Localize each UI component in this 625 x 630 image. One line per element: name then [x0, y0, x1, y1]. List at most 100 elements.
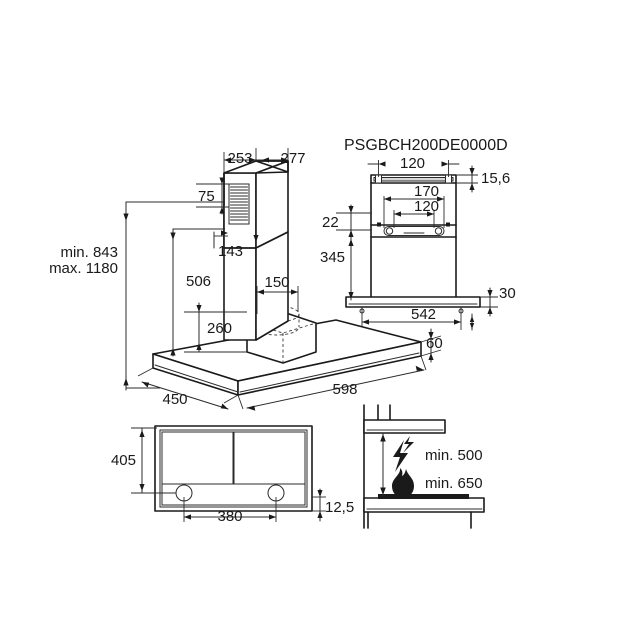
dim-arrow-150-right — [291, 289, 298, 295]
safety-label-electric: min. 500 — [425, 447, 483, 464]
dim-label-rim-height: 12,5 — [325, 499, 354, 516]
dim-arrow-75-bottom — [219, 207, 225, 214]
dim-arrow-450-left — [142, 382, 150, 388]
dim-arrow-345-bottom — [348, 292, 354, 299]
dim-arrow-60-bottom — [428, 353, 434, 360]
safety-dim-arrow-bottom — [380, 487, 386, 495]
dim-label-bracket-width-170: 170 — [414, 183, 439, 200]
bottom-view: 405 380 12,5 — [111, 425, 354, 525]
dim-line-450 — [141, 381, 229, 410]
dim-arrow-156-top — [469, 168, 475, 175]
dim-label-chimney-lower-offset: 143 — [218, 243, 243, 260]
dim-label-lamp-spacing: 380 — [217, 508, 242, 525]
dim-arrow-170-left — [384, 196, 391, 202]
dim-arrow-260-bottom — [196, 343, 202, 350]
safety-distance-view: min. 500 min. 650 — [363, 404, 485, 529]
dim-arrow-75-top — [219, 177, 225, 184]
canopy-front-rim-line — [239, 352, 420, 393]
side-view: 120 15,6 170 120 22 345 — [320, 155, 516, 331]
dim-arrow-height-top — [123, 213, 129, 221]
dim-arrow-60-top — [428, 332, 434, 339]
dim-label-base-thickness: 30 — [499, 285, 516, 302]
dim-arrow-598-left — [247, 405, 256, 411]
safety-hob-plate — [378, 494, 469, 499]
dim-arrow-125-bottom — [317, 511, 323, 518]
safety-dim-arrow-top — [380, 434, 386, 442]
dim-ext-450-end — [223, 394, 239, 404]
motor-outlet-bottom — [254, 326, 300, 336]
dim-label-chimney-top-left: 253 — [227, 150, 252, 167]
dim-arrow-120top-left — [378, 161, 386, 167]
dim-arrow-150-left — [257, 289, 264, 295]
dim-label-canopy-width: 598 — [332, 381, 357, 398]
isometric-view: 253 277 75 143 min. 843 max. 1180 506 — [49, 148, 443, 411]
side-view-top-rail-inner — [373, 177, 454, 182]
dim-arrow-542-left — [362, 319, 369, 325]
dim-label-bracket-top-thickness: 15,6 — [481, 170, 510, 187]
dim-label-height-max: max. 1180 — [49, 260, 118, 277]
chimney-vent-louvres — [230, 186, 248, 221]
dim-label-bracket-outer-span: 120 — [400, 155, 425, 172]
side-view-bracket-hole-left — [385, 227, 394, 235]
safety-worktop-slab — [363, 497, 485, 513]
chimney-lower-side — [255, 231, 289, 341]
dim-label-canopy-depth-405: 405 — [111, 452, 136, 469]
dim-arrow-345-top — [348, 239, 354, 246]
dim-arrow-277-right — [281, 157, 288, 163]
dim-line-598 — [246, 369, 425, 409]
flame-icon — [392, 468, 414, 498]
dim-arrow-22-bottom — [348, 230, 354, 237]
dim-arrow-30-top — [487, 290, 493, 297]
dim-arrow-506-top — [170, 232, 176, 240]
dim-arrow-405-bottom — [139, 484, 145, 491]
dim-arrow-30-bottom — [487, 307, 493, 314]
dim-arrow-380-left — [184, 514, 191, 520]
dim-arrow-height-bottom — [123, 378, 129, 386]
dim-arrow-120top-right — [441, 161, 449, 167]
side-view-pin-left — [377, 222, 381, 227]
lightning-bolt-icon — [393, 436, 414, 472]
dim-label-bracket-offset-top: 22 — [322, 214, 339, 231]
bottom-view-filter-right — [233, 431, 306, 485]
dim-arrow-143-right — [253, 235, 259, 242]
dim-arrow-598-right — [415, 365, 424, 371]
dim-arrow-170-right — [437, 196, 444, 202]
dim-arrow-542-right — [454, 319, 461, 325]
dim-label-chimney-top-right: 277 — [280, 150, 305, 167]
dim-arrow-22-top — [348, 206, 354, 213]
dim-arrow-260-top — [196, 305, 202, 312]
dim-label-canopy-depth: 450 — [162, 391, 187, 408]
safety-hood-slab — [363, 419, 446, 434]
dim-label-bracket-width-120: 120 — [414, 198, 439, 215]
dim-arrow-120inner-left — [394, 211, 401, 217]
dim-ext-598-start — [237, 394, 244, 410]
side-view-canopy-slab — [345, 296, 481, 308]
dim-ext-450-start — [137, 367, 154, 377]
dim-label-base-width: 542 — [411, 306, 436, 323]
dim-ext-598-end — [420, 355, 427, 371]
side-view-bracket-bar — [383, 226, 445, 236]
dim-label-bracket-to-base: 345 — [320, 249, 345, 266]
dim-arrow-156-bottom — [469, 183, 475, 190]
safety-label-gas: min. 650 — [425, 475, 483, 492]
dim-arrow-277-left — [262, 157, 269, 163]
side-view-bracket-hole-right — [434, 227, 443, 235]
dim-label-motor-box-height: 260 — [207, 320, 232, 337]
part-code-label: PSGBCH200DE0000D — [344, 137, 508, 154]
dim-arrow-253-right — [249, 157, 256, 163]
chimney-top-notch — [255, 160, 289, 174]
dim-arrow-380-right — [269, 514, 276, 520]
dim-label-vent-height: 75 — [198, 188, 215, 205]
dim-arrow-405-top — [139, 430, 145, 437]
dim-label-height-min: min. 843 — [60, 244, 118, 261]
side-view-pin-right — [446, 222, 450, 227]
dim-arrow-253-left — [224, 157, 231, 163]
dim-arrow-542-tick-bottom — [469, 323, 475, 329]
dim-arrow-120inner-right — [427, 211, 434, 217]
dim-arrow-506-bottom — [170, 348, 176, 356]
dim-arrow-125-top — [317, 490, 323, 497]
dim-label-outlet-diameter: 150 — [264, 274, 289, 291]
dim-label-chimney-height: 506 — [186, 273, 211, 290]
